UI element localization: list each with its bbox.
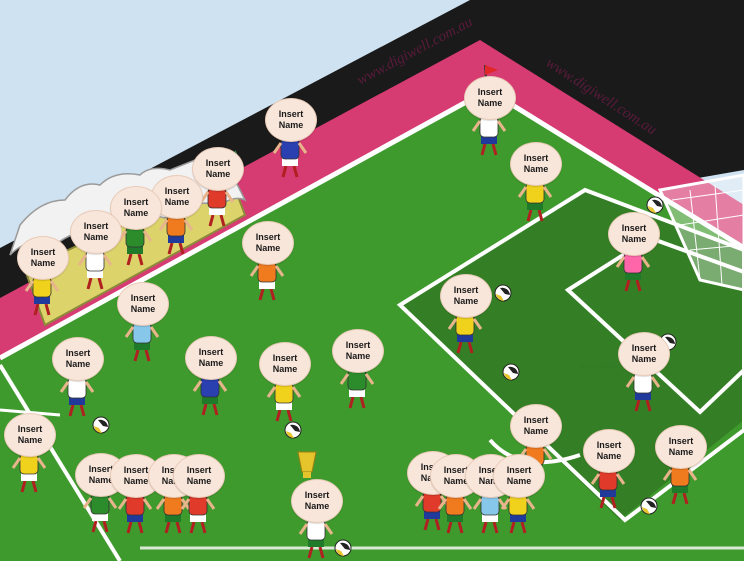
player-name-text: Insert Name — [88, 464, 114, 485]
corner-mark — [0, 408, 61, 417]
player-name-label[interactable]: Insert Name — [185, 336, 237, 380]
player-name-label[interactable]: Insert Name — [608, 212, 660, 256]
player-figure — [82, 493, 118, 533]
player-name-text: Insert Name — [83, 221, 109, 242]
player-name-text: Insert Name — [523, 153, 549, 174]
player-name-text: Insert Name — [631, 343, 657, 364]
player-name-text: Insert Name — [130, 293, 156, 314]
player-name-text: Insert Name — [198, 347, 224, 368]
soccer-ball-icon — [494, 284, 512, 302]
player-name-text: Insert Name — [523, 415, 549, 436]
player-name-label[interactable]: Insert Name — [242, 221, 294, 265]
soccer-ball-icon — [640, 497, 658, 515]
soccer-ball-icon — [334, 539, 352, 557]
player-name-text: Insert Name — [255, 232, 281, 253]
player-figure — [272, 138, 308, 178]
player-name-text: Insert Name — [164, 186, 190, 207]
player-figure — [471, 116, 507, 156]
player-figure — [266, 382, 302, 422]
player-name-label[interactable]: Insert Name — [192, 147, 244, 191]
player-name-text: Insert Name — [30, 247, 56, 268]
soccer-ball-icon — [502, 363, 520, 381]
player-name-label[interactable]: Insert Name — [618, 332, 670, 376]
player-name-label[interactable]: Insert Name — [291, 479, 343, 523]
penalty-box — [396, 187, 744, 523]
player-figure — [77, 250, 113, 290]
player-name-text: Insert Name — [278, 109, 304, 130]
player-name-label[interactable]: Insert Name — [440, 274, 492, 318]
player-figure — [298, 519, 334, 559]
player-name-label[interactable]: Insert Name — [173, 454, 225, 498]
player-name-text: Insert Name — [668, 436, 694, 457]
player-figure — [437, 494, 473, 534]
player-figure — [180, 494, 216, 534]
trophy-icon — [297, 451, 317, 478]
player-figure — [625, 372, 661, 412]
player-figure — [472, 494, 508, 534]
player-name-text: Insert Name — [443, 465, 469, 486]
player-name-text: Insert Name — [596, 440, 622, 461]
player-name-text: Insert Name — [17, 424, 43, 445]
player-name-label[interactable]: Insert Name — [17, 236, 69, 280]
soccer-ball-icon — [284, 421, 302, 439]
player-figure — [158, 215, 194, 255]
player-name-label[interactable]: Insert Name — [332, 329, 384, 373]
player-name-text: Insert Name — [453, 285, 479, 306]
player-name-text: Insert Name — [123, 197, 149, 218]
player-name-text: Insert Name — [621, 223, 647, 244]
player-name-label[interactable]: Insert Name — [655, 425, 707, 469]
player-name-label[interactable]: Insert Name — [70, 210, 122, 254]
player-name-label[interactable]: Insert Name — [464, 76, 516, 120]
player-name-text: Insert Name — [477, 87, 503, 108]
soccer-ball-icon — [92, 416, 110, 434]
player-figure — [590, 469, 626, 509]
player-figure — [517, 182, 553, 222]
soccer-ball-icon — [646, 196, 664, 214]
player-name-text: Insert Name — [272, 353, 298, 374]
player-figure — [24, 276, 60, 316]
player-figure — [117, 494, 153, 534]
player-name-text: Insert Name — [65, 348, 91, 369]
player-name-label[interactable]: Insert Name — [259, 342, 311, 386]
player-name-text: Insert Name — [478, 465, 504, 486]
player-figure — [199, 187, 235, 227]
balls-layer — [92, 196, 677, 557]
player-figure — [249, 261, 285, 301]
player-name-text: Insert Name — [205, 158, 231, 179]
player-figure — [414, 491, 450, 531]
player-name-label[interactable]: Insert Name — [52, 337, 104, 381]
player-name-text: Insert Name — [123, 465, 149, 486]
player-name-label[interactable]: Insert Name — [583, 429, 635, 473]
player-name-text: Insert Name — [345, 340, 371, 361]
player-name-label[interactable]: Insert Name — [265, 98, 317, 142]
player-figure — [155, 494, 191, 534]
player-name-text: Insert Name — [304, 490, 330, 511]
player-name-label[interactable]: Insert Name — [117, 282, 169, 326]
player-name-label[interactable]: Insert Name — [510, 142, 562, 186]
player-name-text: Insert Name — [186, 465, 212, 486]
player-figure — [662, 465, 698, 505]
player-name-label[interactable]: Insert Name — [4, 413, 56, 457]
player-name-text: Insert Name — [506, 465, 532, 486]
side-line — [0, 363, 122, 561]
player-name-label[interactable]: Insert Name — [493, 454, 545, 498]
player-figure — [124, 322, 160, 362]
player-name-label[interactable]: Insert Name — [510, 404, 562, 448]
goal-net — [657, 173, 744, 292]
